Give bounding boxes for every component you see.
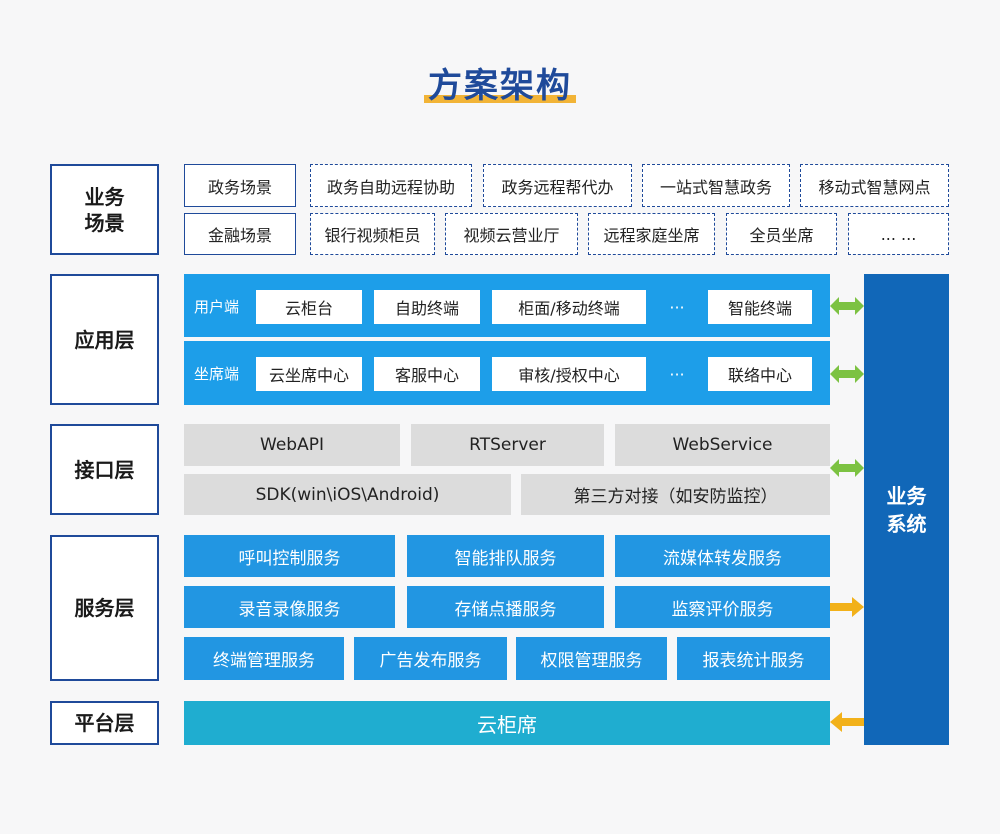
business-system-column: 业务 系统 (864, 274, 949, 745)
ellipsis: ··· (669, 297, 685, 317)
interface-item: SDK(win\iOS\Android) (184, 474, 511, 515)
title-area: 方案架构 (0, 58, 1000, 107)
business-system-label: 业务 系统 (886, 483, 927, 536)
app-item: 云柜台 (256, 290, 362, 324)
arrow-left-icon (830, 712, 864, 732)
page-title: 方案架构 (424, 58, 576, 107)
layer-label-text: 平台层 (74, 711, 135, 735)
app-item: 客服中心 (374, 357, 480, 391)
service-item: 存储点播服务 (407, 586, 604, 628)
scene-box: ... ... (848, 213, 949, 255)
service-item: 流媒体转发服务 (615, 535, 830, 577)
app-item: 自助终端 (374, 290, 480, 324)
page-title-text: 方案架构 (428, 66, 572, 106)
layer-label-text: 应用层 (74, 327, 135, 352)
interface-item: WebService (615, 424, 830, 466)
service-item: 终端管理服务 (184, 637, 344, 680)
service-item: 智能排队服务 (407, 535, 604, 577)
layer-label-application: 应用层 (50, 274, 159, 405)
scene-box: 银行视频柜员 (310, 213, 435, 255)
app-item: 智能终端 (708, 290, 812, 324)
scene-box: 远程家庭坐席 (588, 213, 715, 255)
service-item: 权限管理服务 (516, 637, 667, 680)
layer-label-text: 接口层 (74, 457, 135, 482)
app-item: 联络中心 (708, 357, 812, 391)
app-item: 审核/授权中心 (492, 357, 646, 391)
service-item: 报表统计服务 (677, 637, 830, 680)
app-item: 柜面/移动终端 (492, 290, 646, 324)
service-item: 广告发布服务 (354, 637, 507, 680)
scene-box: 视频云营业厅 (445, 213, 578, 255)
layer-label-platform: 平台层 (50, 701, 159, 745)
service-item: 录音录像服务 (184, 586, 395, 628)
scene-box: 移动式智慧网点 (800, 164, 949, 207)
ellipsis: ··· (669, 364, 685, 384)
scene-box: 政务远程帮代办 (483, 164, 632, 207)
interface-item: 第三方对接（如安防监控） (521, 474, 830, 515)
scene-box: 政务自助远程协助 (310, 164, 472, 207)
app-sub-label: 坐席端 (194, 365, 240, 383)
arrow-right-icon (830, 597, 864, 617)
platform-bar: 云柜席 (184, 701, 830, 745)
interface-item: RTServer (411, 424, 604, 466)
interface-item: WebAPI (184, 424, 400, 466)
layer-label-business-scene: 业务 场景 (50, 164, 159, 255)
double-arrow-icon (830, 458, 864, 478)
service-item: 呼叫控制服务 (184, 535, 395, 577)
app-item: 云坐席中心 (256, 357, 362, 391)
scene-box: 一站式智慧政务 (642, 164, 790, 207)
service-item: 监察评价服务 (615, 586, 830, 628)
double-arrow-icon (830, 364, 864, 384)
layer-label-text: 业务 场景 (84, 184, 125, 235)
scene-box: 金融场景 (184, 213, 296, 255)
scene-box: 全员坐席 (726, 213, 837, 255)
layer-label-text: 服务层 (74, 596, 135, 620)
scene-box: 政务场景 (184, 164, 296, 207)
layer-label-service: 服务层 (50, 535, 159, 681)
layer-label-interface: 接口层 (50, 424, 159, 515)
app-sub-label: 用户端 (194, 298, 240, 316)
double-arrow-icon (830, 296, 864, 316)
